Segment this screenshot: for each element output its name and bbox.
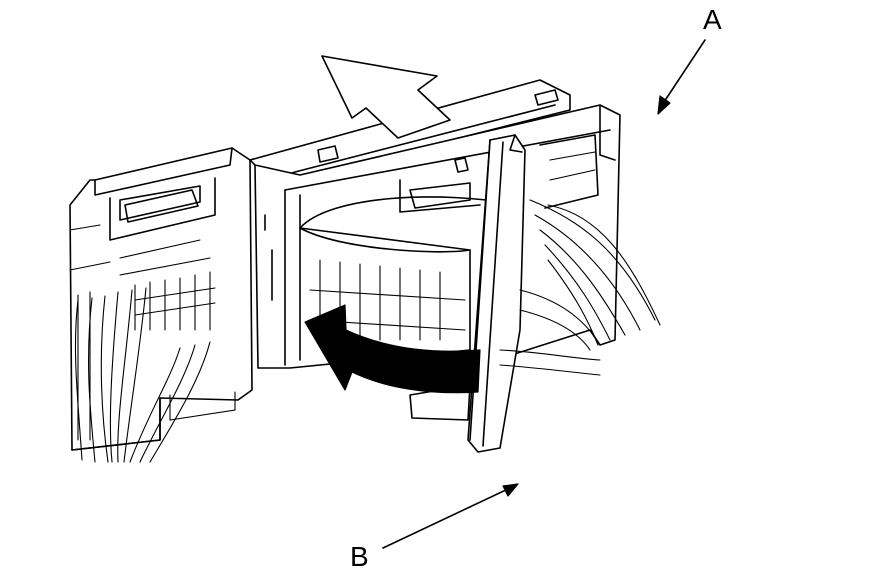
curved-black-arrow (304, 304, 481, 394)
connector-housing-left (69, 147, 253, 451)
connector-housing-right (254, 104, 621, 369)
lock-lever (409, 134, 526, 453)
callout-label-a: A (703, 4, 722, 35)
outline-arrow (321, 55, 451, 139)
leader-line-b (382, 483, 519, 549)
wire-bundle-right (499, 199, 661, 376)
callout-label-b: B (350, 541, 369, 572)
leader-line-a (657, 39, 706, 115)
wire-bundle-left (74, 287, 211, 463)
